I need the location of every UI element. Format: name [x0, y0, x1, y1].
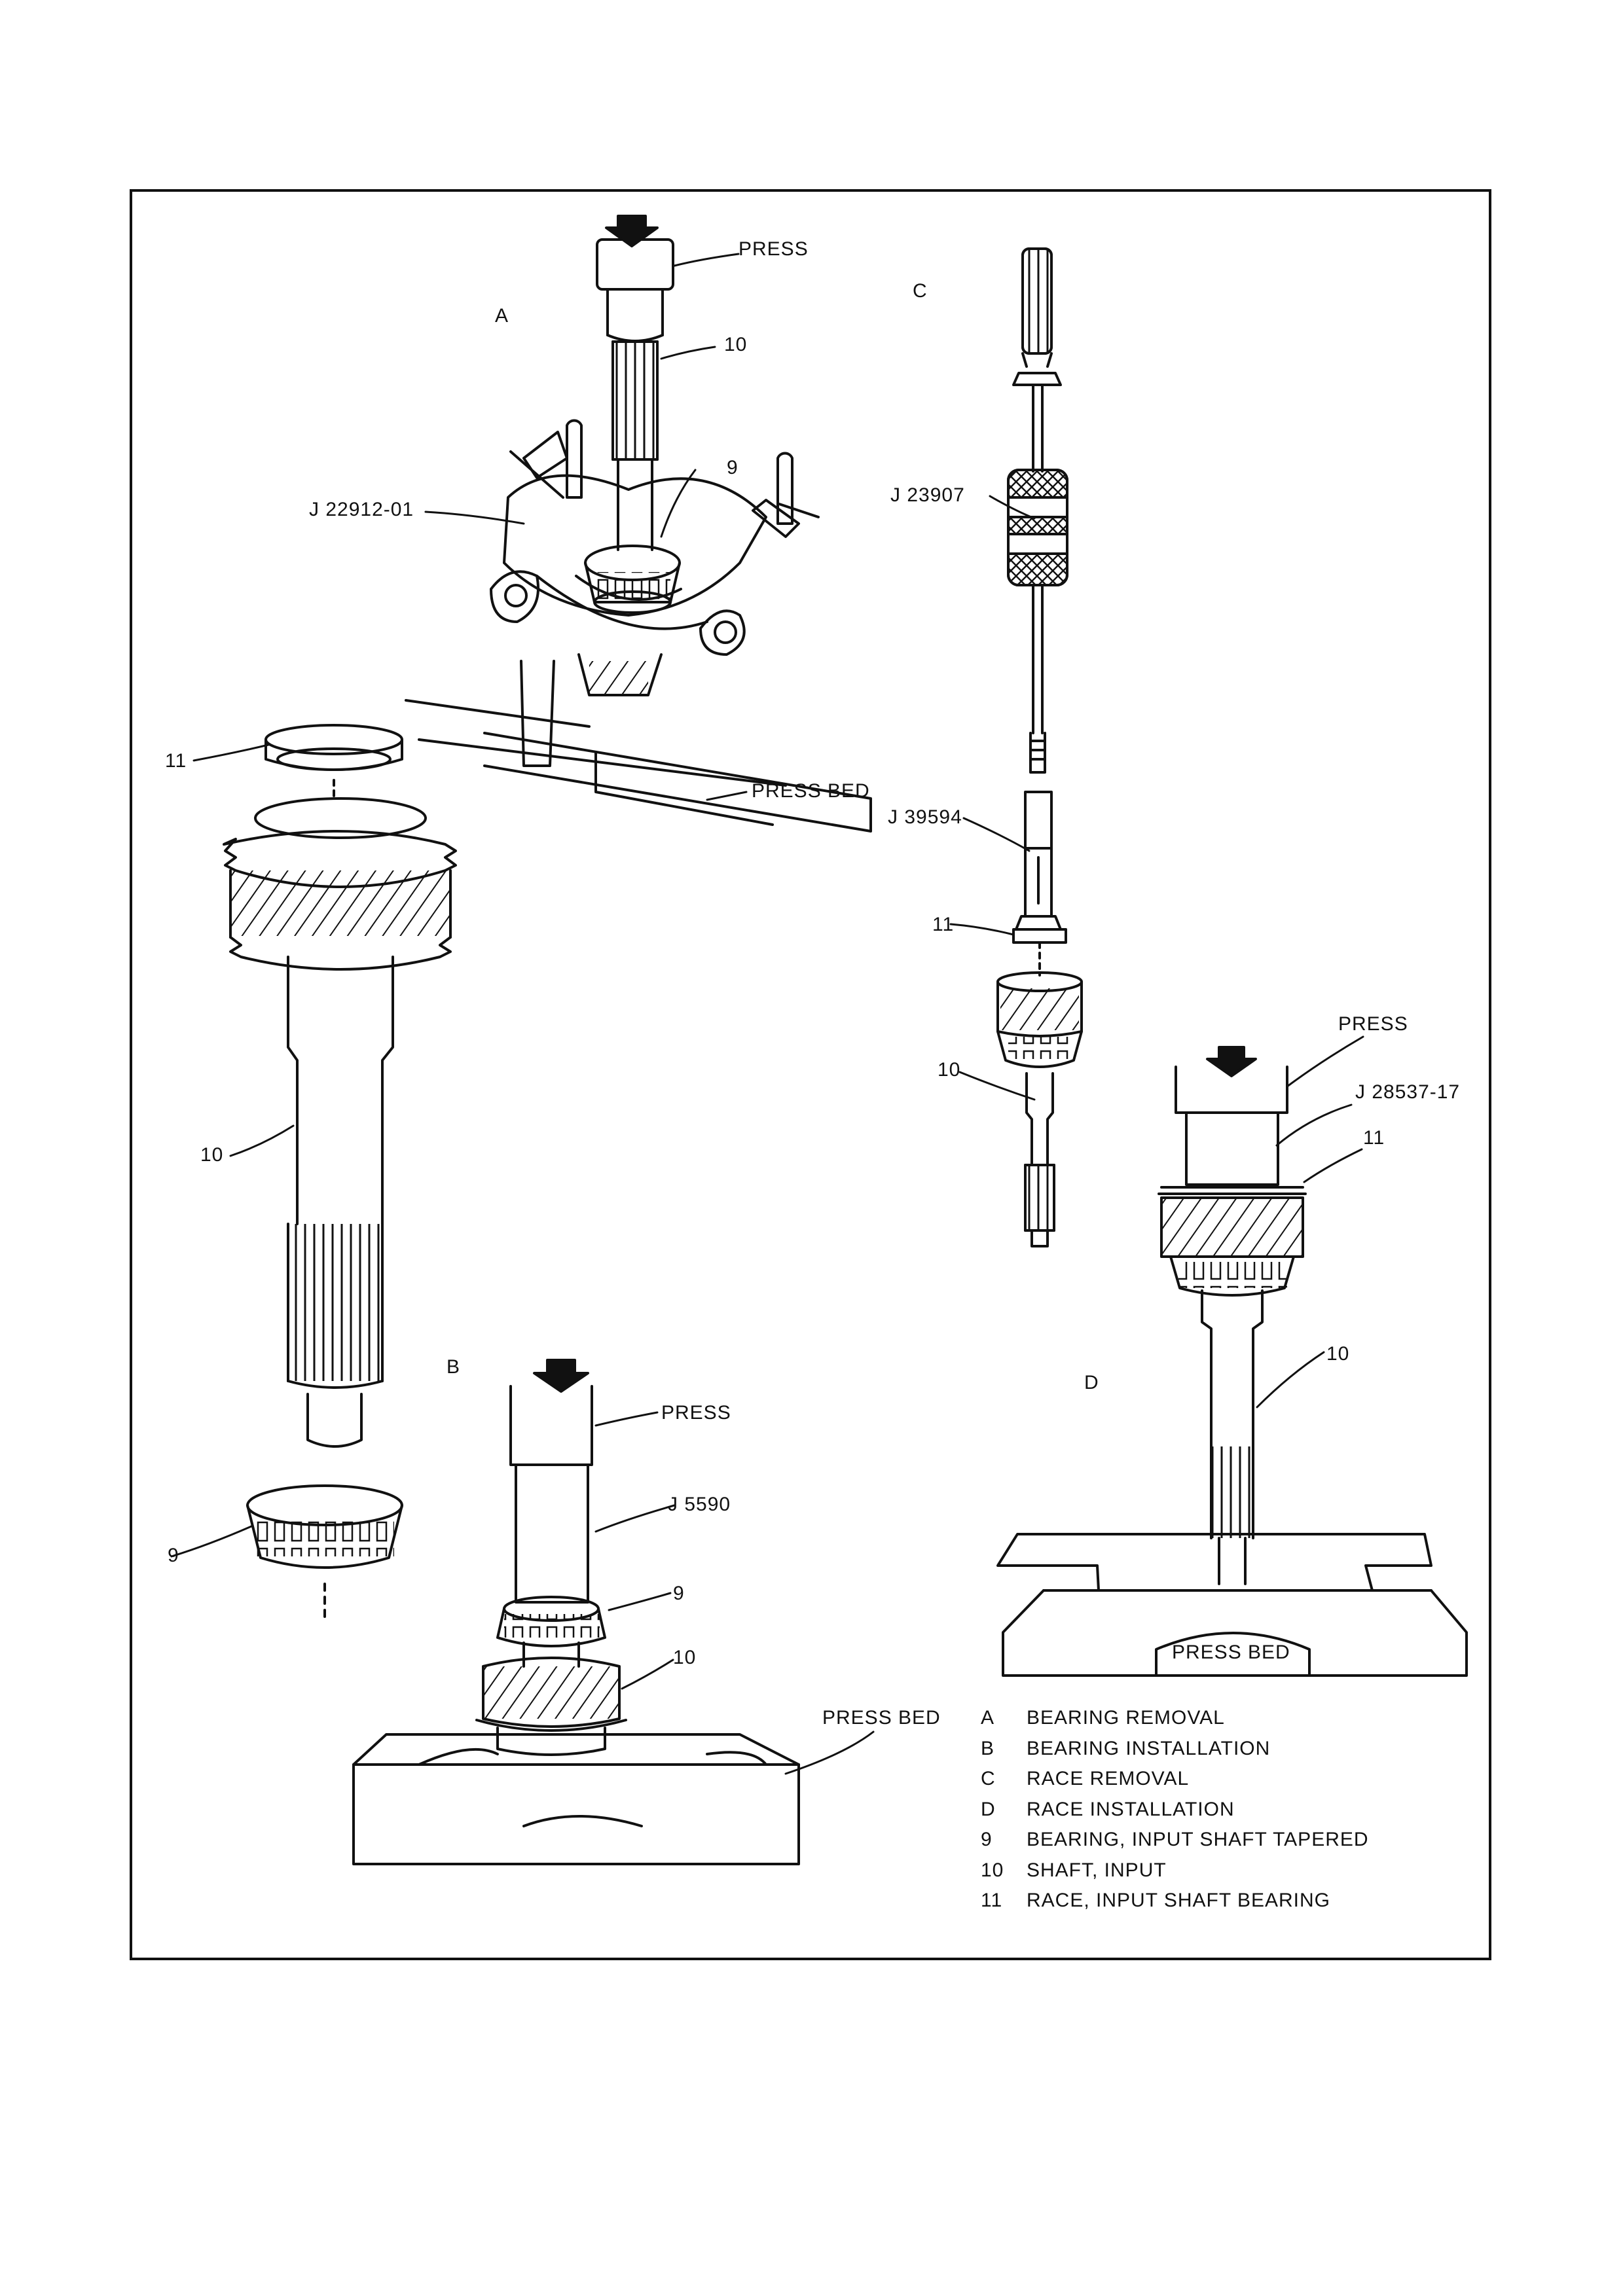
- legend-text: SHAFT, INPUT: [1027, 1859, 1167, 1882]
- exploded-race: [266, 725, 402, 798]
- exploded-input-shaft: [224, 798, 456, 1446]
- callout-b-pressbed: PRESS BED: [822, 1708, 941, 1728]
- view-b-gear: [477, 1643, 626, 1755]
- view-d-letter: D: [1084, 1373, 1099, 1393]
- view-a-bearing: [585, 546, 680, 613]
- legend-key: B: [981, 1738, 1027, 1760]
- callout-d-11: 11: [1363, 1128, 1385, 1148]
- callout-b-tool: J 5590: [668, 1495, 731, 1515]
- callout-d-pressbed: PRESS BED: [1172, 1643, 1290, 1662]
- callout-a-pressbed: PRESS BED: [752, 781, 870, 801]
- legend-text: BEARING REMOVAL: [1027, 1707, 1225, 1729]
- view-d-race-gear: [1159, 1187, 1305, 1584]
- legend-key: 9: [981, 1829, 1027, 1851]
- legend-text: BEARING INSTALLATION: [1027, 1738, 1270, 1760]
- callout-b-press: PRESS: [661, 1403, 731, 1423]
- callout-a-11: 11: [165, 751, 187, 771]
- view-b-letter: B: [447, 1357, 460, 1377]
- callout-d-10: 10: [1326, 1344, 1349, 1364]
- legend-text: RACE, INPUT SHAFT BEARING: [1027, 1890, 1330, 1912]
- callout-a-press: PRESS: [739, 240, 809, 259]
- legend-key: 10: [981, 1859, 1027, 1882]
- view-a-letter: A: [495, 306, 509, 326]
- view-c-shaft: [998, 942, 1082, 1246]
- callout-a-tool: J 22912-01: [309, 500, 414, 520]
- view-c-puller: [1013, 792, 1066, 942]
- callout-a-10: 10: [724, 335, 747, 355]
- view-c-letter: C: [913, 281, 928, 301]
- callout-c-tool1: J 23907: [890, 486, 965, 505]
- view-a-press: [597, 216, 673, 341]
- view-c-slide-hammer: [1008, 470, 1067, 772]
- legend-key: 11: [981, 1890, 1027, 1912]
- view-b-bearing: [498, 1597, 605, 1646]
- view-b-press: [511, 1360, 592, 1602]
- callout-c-tool2: J 39594: [888, 808, 962, 827]
- callout-exploded-10: 10: [200, 1145, 223, 1165]
- callout-a-9: 9: [727, 458, 739, 478]
- callout-b-10: 10: [673, 1648, 696, 1668]
- legend-text: BEARING, INPUT SHAFT TAPERED: [1027, 1829, 1369, 1851]
- view-d-press: [1176, 1047, 1287, 1185]
- exploded-bearing: [247, 1486, 402, 1623]
- legend-key: A: [981, 1707, 1027, 1729]
- legend-key: D: [981, 1799, 1027, 1821]
- callout-b-9: 9: [673, 1584, 685, 1604]
- callout-c-11: 11: [932, 915, 954, 935]
- view-a-shaft: [613, 342, 657, 550]
- callout-c-10: 10: [938, 1060, 960, 1080]
- callout-exploded-9: 9: [168, 1546, 179, 1566]
- legend-text: RACE INSTALLATION: [1027, 1799, 1235, 1821]
- callout-d-press: PRESS: [1338, 1014, 1408, 1034]
- callout-d-tool: J 28537-17: [1355, 1083, 1460, 1102]
- view-a-gear-below: [579, 655, 661, 695]
- view-c-handle: [1013, 249, 1061, 471]
- legend-key: C: [981, 1768, 1027, 1790]
- legend-text: RACE REMOVAL: [1027, 1768, 1189, 1790]
